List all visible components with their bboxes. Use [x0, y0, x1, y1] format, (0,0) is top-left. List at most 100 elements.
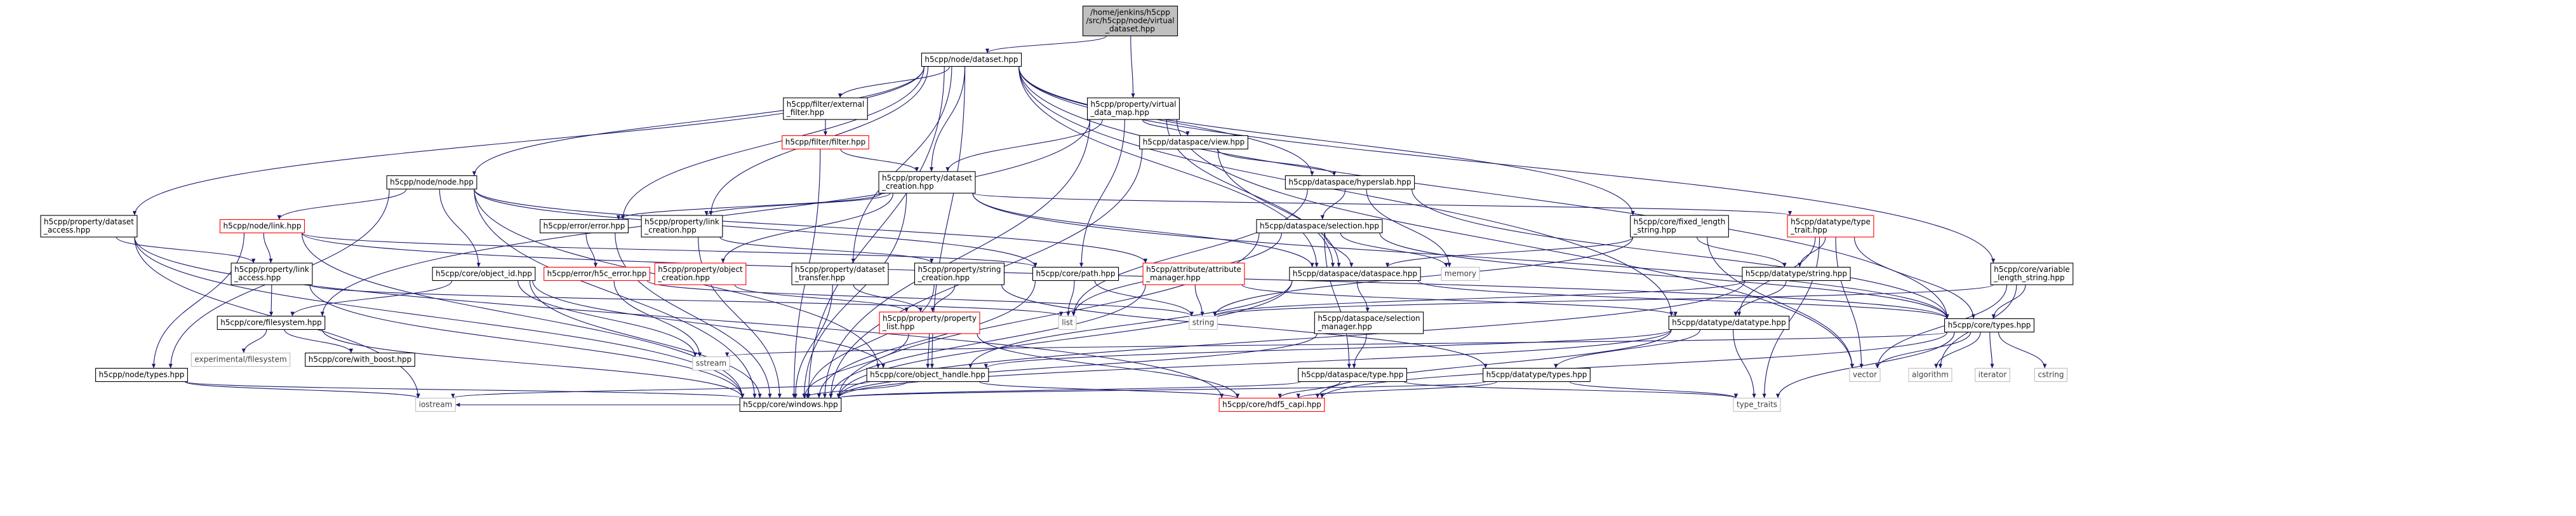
node-core-object-handle[interactable]: h5cpp/core/object_handle.hpp	[866, 367, 989, 383]
edge-dspace-selection-to-core-types	[1379, 233, 1949, 319]
node-attr-manager[interactable]: h5cpp/attribute/attribute_manager.hpp	[1142, 262, 1245, 285]
edge-prop-dcreation-to-prop-lcreation	[704, 193, 891, 216]
edge-dtype-trait-to-type-traits	[1762, 236, 1820, 398]
node-node-types[interactable]: h5cpp/node/types.hpp	[95, 367, 188, 383]
edge-dspace-selection-to-dspace-type	[1324, 233, 1351, 369]
node-dtype-string[interactable]: h5cpp/datatype/string.hpp	[1742, 266, 1851, 282]
edge-node-dataset-to-node-node	[472, 66, 924, 176]
node-core-hdf5-capi[interactable]: h5cpp/core/hdf5_capi.hpp	[1218, 397, 1325, 412]
node-box	[654, 262, 747, 285]
node-core-variable[interactable]: h5cpp/core/variable_length_string.hpp	[1990, 262, 2074, 285]
edge-root-to-node-dataset	[985, 35, 1107, 54]
edge-dspace-view-to-dspace-hyperslab	[1217, 149, 1337, 176]
edge-node-dataset-to-prop-dtransfer	[851, 66, 952, 264]
edge-prop-plist-to-core-windows	[802, 333, 909, 398]
node-dtype-trait[interactable]: h5cpp/datatype/type_trait.hpp	[1787, 215, 1874, 238]
node-box	[415, 397, 456, 412]
node-label: _list.hpp	[882, 322, 914, 331]
node-prop-plist[interactable]: h5cpp/property/property_list.hpp	[879, 311, 980, 334]
node-box	[1218, 397, 1325, 412]
node-dspace-dataspace[interactable]: h5cpp/dataspace/dataspace.hpp	[1289, 266, 1421, 282]
node-label: _filter.hpp	[786, 108, 824, 117]
node-error-error[interactable]: h5cpp/error/error.hpp	[540, 219, 629, 234]
node-box	[1032, 266, 1119, 282]
node-label: _string.hpp	[1633, 226, 1676, 234]
node-prop-vdm[interactable]: h5cpp/property/virtual_data_map.hpp	[1086, 97, 1180, 120]
edge-prop-laccess-to-list	[309, 284, 1063, 316]
node-filter-filter[interactable]: h5cpp/filter/filter.hpp	[782, 135, 869, 150]
node-label: _creation.hpp	[918, 273, 970, 282]
node-prop-laccess[interactable]: h5cpp/property/link_access.hpp	[230, 262, 313, 285]
node-box	[921, 52, 1022, 67]
node-dspace-selmgr[interactable]: h5cpp/dataspace/selection_manager.hpp	[1314, 311, 1424, 334]
node-prop-dcreation[interactable]: h5cpp/property/dataset_creation.hpp	[878, 171, 976, 194]
edge-core-path-to-core-windows	[817, 280, 1036, 398]
node-dspace-type[interactable]: h5cpp/dataspace/type.hpp	[1298, 367, 1407, 383]
node-prop-screation[interactable]: h5cpp/property/string_creation.hpp	[914, 262, 1005, 285]
edge-core-object-handle-to-iostream	[451, 381, 870, 399]
node-core-fixed[interactable]: h5cpp/core/fixed_length_string.hpp	[1630, 215, 1729, 238]
edge-dspace-type-to-core-windows	[837, 381, 1302, 399]
edge-prop-dcreation-to-dspace-dataspace	[972, 193, 1314, 268]
node-box	[1849, 367, 1881, 383]
node-label: h5cpp/property/dataset	[44, 217, 134, 226]
node-box	[1733, 397, 1781, 412]
edge-core-types-to-core-hdf5-capi	[1319, 332, 1948, 398]
edge-prop-dcreation-to-core-types	[972, 193, 1949, 319]
node-layer: /home/jenkins/h5cpp/src/h5cpp/node/virtu…	[40, 5, 2074, 412]
node-box	[1139, 135, 1248, 150]
node-label: h5cpp/property/object	[658, 265, 743, 274]
edge-core-fixed-to-string	[1213, 236, 1634, 316]
node-core-path[interactable]: h5cpp/core/path.hpp	[1032, 266, 1119, 282]
node-dspace-hyperslab[interactable]: h5cpp/dataspace/hyperslab.hpp	[1285, 175, 1415, 190]
node-label: h5cpp/dataspace/selection.hpp	[1260, 222, 1379, 231]
edge-prop-dcreation-to-dtype-trait	[972, 193, 1792, 216]
node-label: vector	[1853, 370, 1877, 379]
edge-dspace-hyperslab-to-list	[1071, 189, 1308, 316]
node-node-node[interactable]: h5cpp/node/node.hpp	[386, 175, 477, 190]
edge-core-types-to-iterator	[1989, 332, 1994, 369]
node-error-h5c[interactable]: h5cpp/error/h5c_error.hpp	[544, 266, 650, 282]
edge-prop-dcreation-to-core-windows	[802, 193, 907, 398]
node-prop-daccess[interactable]: h5cpp/property/dataset_access.hpp	[40, 215, 138, 238]
edge-node-types-to-iostream	[184, 381, 420, 399]
node-core-windows[interactable]: h5cpp/core/windows.hpp	[739, 397, 842, 412]
edge-core-types-to-sstream	[725, 332, 1948, 357]
edge-core-object-id-to-sstream	[517, 280, 697, 357]
node-dtype-datatype[interactable]: h5cpp/datatype/datatype.hpp	[1668, 315, 1790, 330]
node-label: h5cpp/property/link	[644, 217, 719, 226]
edge-prop-screation-to-prop-plist	[930, 284, 956, 313]
edge-core-object-id-to-core-windows	[529, 280, 762, 398]
node-label: h5cpp/core/fixed_length	[1634, 217, 1726, 226]
node-core-types[interactable]: h5cpp/core/types.hpp	[1944, 318, 2034, 333]
node-dtype-types[interactable]: h5cpp/datatype/types.hpp	[1483, 367, 1591, 383]
node-core-with-boost[interactable]: h5cpp/core/with_boost.hpp	[305, 352, 415, 367]
edge-error-h5c-to-string	[646, 280, 1194, 316]
node-label: h5cpp/datatype/datatype.hpp	[1672, 318, 1785, 327]
edge-core-filesystem-to-exp-fs	[241, 329, 267, 353]
node-filter-external[interactable]: h5cpp/filter/external_filter.hpp	[783, 97, 868, 120]
node-core-object-id[interactable]: h5cpp/core/object_id.hpp	[432, 266, 536, 282]
node-node-dataset[interactable]: h5cpp/node/dataset.hpp	[921, 52, 1022, 67]
edge-layer	[116, 35, 2047, 407]
node-root[interactable]: /home/jenkins/h5cpp/src/h5cpp/node/virtu…	[1082, 5, 1178, 37]
node-dspace-view[interactable]: h5cpp/dataspace/view.hpp	[1139, 135, 1248, 150]
node-box	[1086, 97, 1180, 120]
node-prop-dtransfer[interactable]: h5cpp/property/dataset_transfer.hpp	[791, 262, 889, 285]
node-core-filesystem[interactable]: h5cpp/core/filesystem.hpp	[217, 315, 326, 330]
edge-prop-vdm-to-dspace-view	[1142, 119, 1190, 136]
edge-core-object-id-to-core-object-handle	[532, 280, 886, 369]
node-node-link[interactable]: h5cpp/node/link.hpp	[219, 219, 305, 234]
node-box	[544, 266, 650, 282]
node-prop-lcreation[interactable]: h5cpp/property/link_creation.hpp	[641, 215, 723, 238]
node-box	[878, 171, 976, 194]
node-label: h5cpp/property/dataset	[795, 265, 885, 274]
node-label: _access.hpp	[43, 226, 90, 234]
edge-core-types-to-cstring	[1998, 332, 2047, 369]
node-label: _manager.hpp	[1317, 322, 1372, 331]
node-dspace-selection[interactable]: h5cpp/dataspace/selection.hpp	[1256, 219, 1383, 234]
edge-dtype-datatype-to-core-hdf5-capi	[1315, 329, 1672, 398]
node-prop-ocreation[interactable]: h5cpp/property/object_creation.hpp	[654, 262, 747, 285]
edge-node-link-to-core-windows	[301, 233, 745, 398]
node-label: h5cpp/attribute/attribute	[1146, 265, 1241, 274]
